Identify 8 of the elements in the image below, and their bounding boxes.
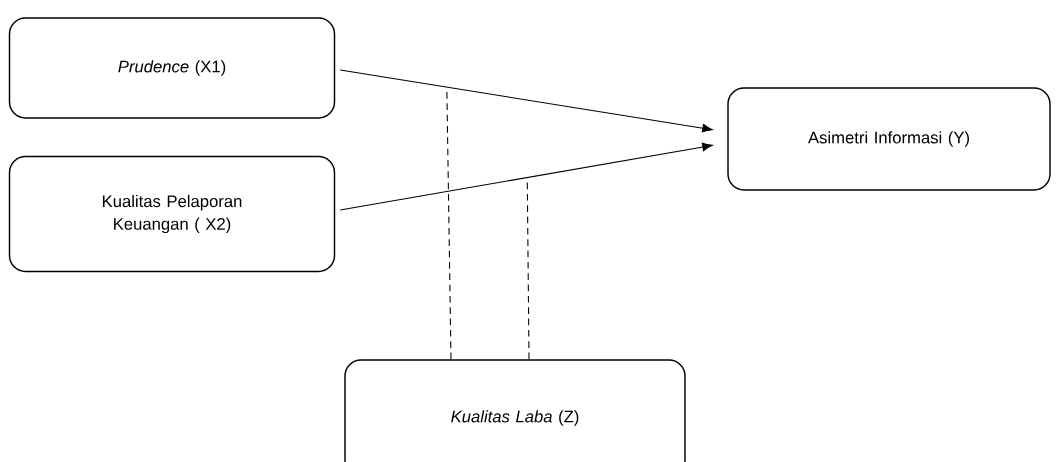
arrow: [339, 69, 713, 133]
dashed-line: [526, 176, 530, 360]
process-box: Kualitas Pelaporan Keuangan ( X2): [8, 155, 336, 273]
dashed-line: [446, 86, 452, 360]
process-box: Asimetri Informasi (Y): [727, 87, 1051, 191]
process-box: Kualitas Laba (Z): [344, 359, 686, 462]
arrow: [339, 142, 713, 211]
process-box: Prudence (X1): [8, 17, 336, 119]
